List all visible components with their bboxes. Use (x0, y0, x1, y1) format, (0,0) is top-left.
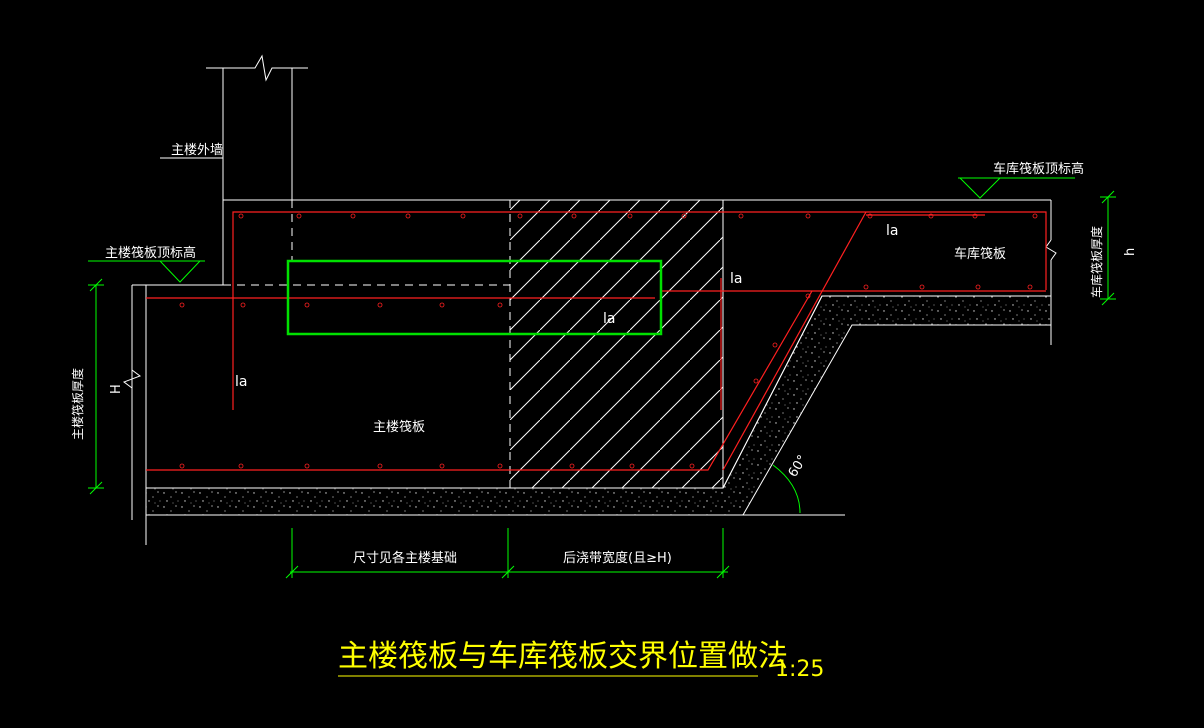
dashed-lines (223, 199, 511, 488)
angle-label: 60° (786, 453, 811, 480)
main-building-wall (160, 54, 308, 200)
dim-post-cast-label: 后浇带宽度(且≥H) (563, 550, 672, 566)
dim-main-label: 尺寸见各主楼基础 (353, 550, 457, 566)
garage-raft-top-label: 车库筏板顶标高 (993, 161, 1084, 177)
la-label-1: la (235, 374, 247, 390)
garage-raft-thickness-label: 车库筏板厚度 (1089, 226, 1104, 298)
main-raft-top-elevation-marker (88, 260, 205, 283)
main-raft-label: 主楼筏板 (373, 419, 425, 435)
garage-raft-label: 车库筏板 (954, 246, 1006, 262)
dimension-lines (88, 190, 1116, 579)
overlap-highlight-box (286, 259, 663, 336)
la-label-4: la (886, 223, 898, 239)
H-label: H (109, 384, 124, 394)
main-raft-top-label: 主楼筏板顶标高 (105, 245, 196, 261)
h-label: h (1123, 248, 1138, 256)
rebar-lines (146, 211, 1047, 471)
drawing-title: 主楼筏板与车库筏板交界位置做法 (338, 639, 788, 674)
main-raft-thickness-label: 主楼筏板厚度 (70, 368, 85, 440)
la-label-3: la (730, 271, 742, 287)
slab-outline (122, 199, 1057, 545)
la-label-2: la (603, 311, 615, 327)
main-wall-label: 主楼外墙 (171, 143, 223, 158)
garage-raft-top-elevation-marker (958, 177, 1075, 199)
rebar-dots (179, 213, 1038, 469)
post-cast-strip-hatch (510, 200, 723, 488)
drawing-scale: 1:25 (775, 657, 824, 682)
